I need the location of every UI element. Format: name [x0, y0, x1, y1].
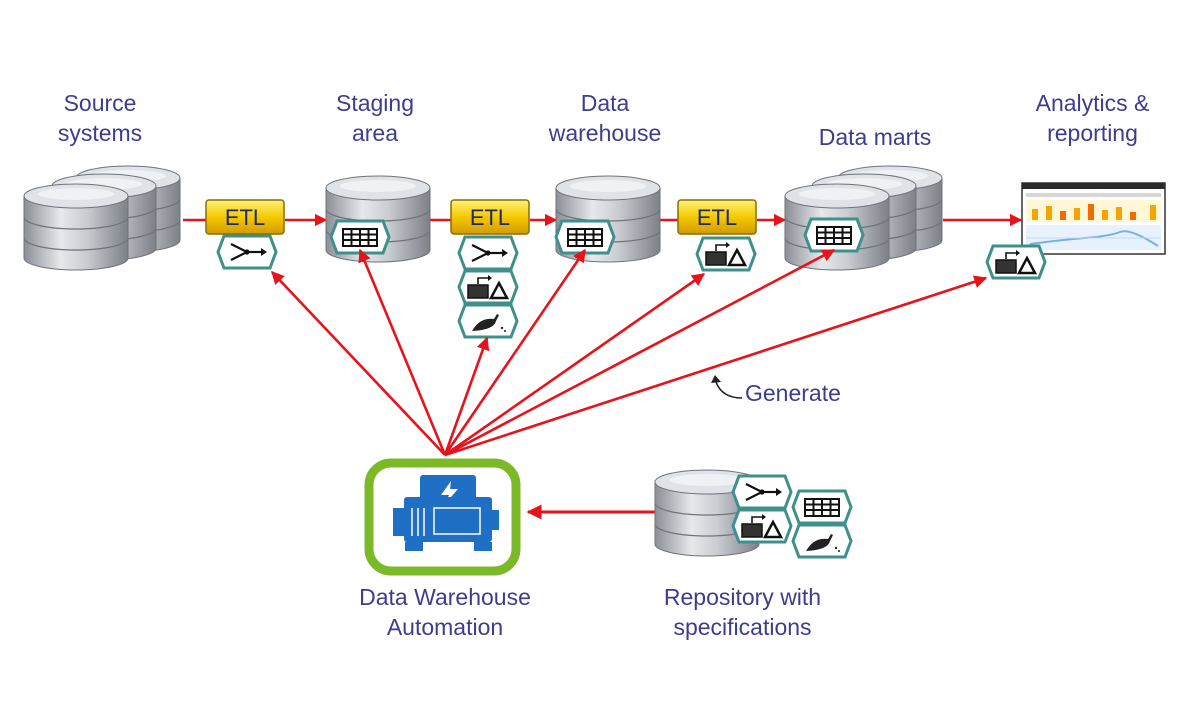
analytics-reporting-label: Analytics &reporting	[1035, 90, 1150, 146]
cleanse-icon	[793, 525, 851, 557]
transform-icon	[697, 238, 755, 270]
generate-label: Generate	[745, 380, 841, 406]
merge-icon	[733, 476, 791, 508]
etl-label: ETL	[697, 205, 737, 230]
report-icon	[1021, 182, 1166, 255]
source-systems-database-icon	[23, 165, 181, 271]
generator-icon	[364, 458, 521, 576]
merge-icon	[218, 236, 276, 268]
etl-box-3: ETL	[677, 199, 757, 235]
etl-label: ETL	[470, 205, 510, 230]
etl-label: ETL	[225, 205, 265, 230]
transform-icon	[987, 246, 1045, 278]
cleanse-icon	[459, 305, 517, 337]
table-grid-icon	[805, 219, 863, 251]
table-grid-icon	[556, 221, 614, 253]
transform-icon	[733, 510, 791, 542]
data-marts-label: Data marts	[818, 124, 932, 150]
table-grid-icon	[793, 491, 851, 523]
generate-hint-arrow	[711, 375, 743, 399]
generate-arrows	[271, 248, 988, 457]
table-grid-icon	[331, 221, 389, 253]
etl-box-1: ETL	[205, 199, 285, 235]
merge-icon	[459, 237, 517, 269]
data-marts-database-icon	[784, 165, 943, 271]
etl-box-2: ETL	[450, 199, 530, 235]
transform-icon	[459, 271, 517, 303]
